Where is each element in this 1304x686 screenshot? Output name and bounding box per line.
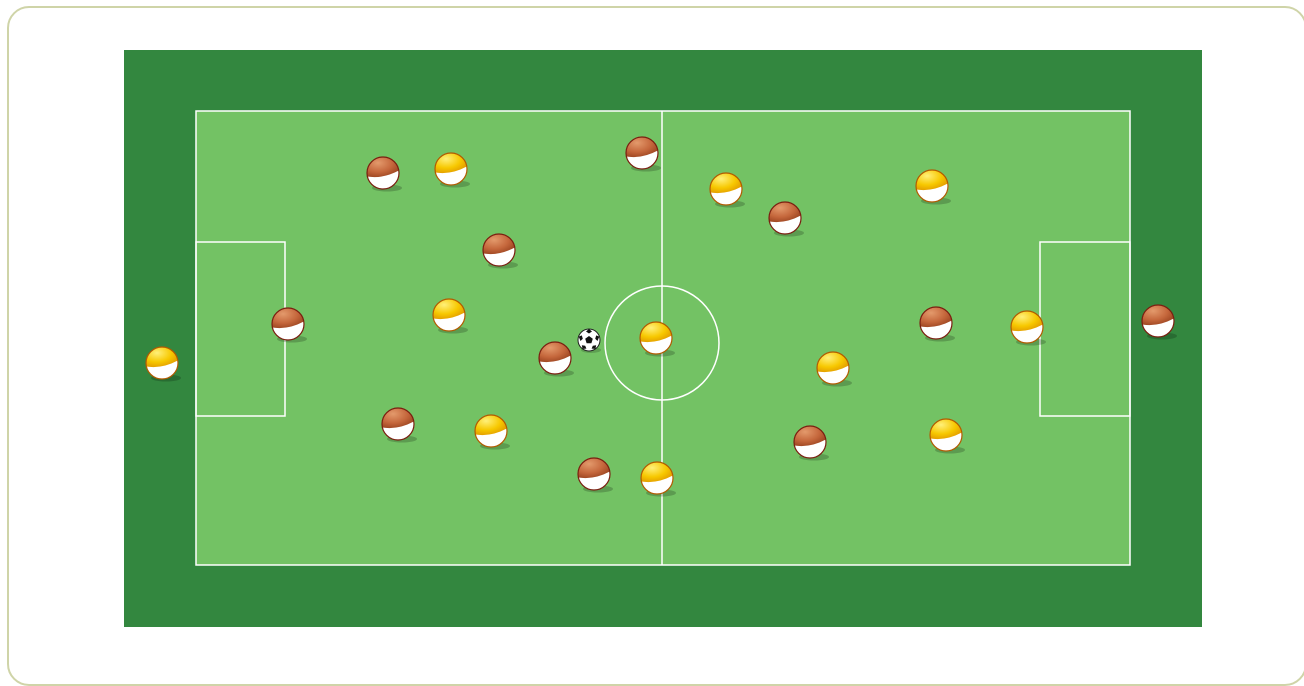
soccer-field	[124, 50, 1202, 627]
soccer-ball-icon[interactable]	[578, 329, 601, 353]
pitch-canvas	[124, 50, 1202, 627]
